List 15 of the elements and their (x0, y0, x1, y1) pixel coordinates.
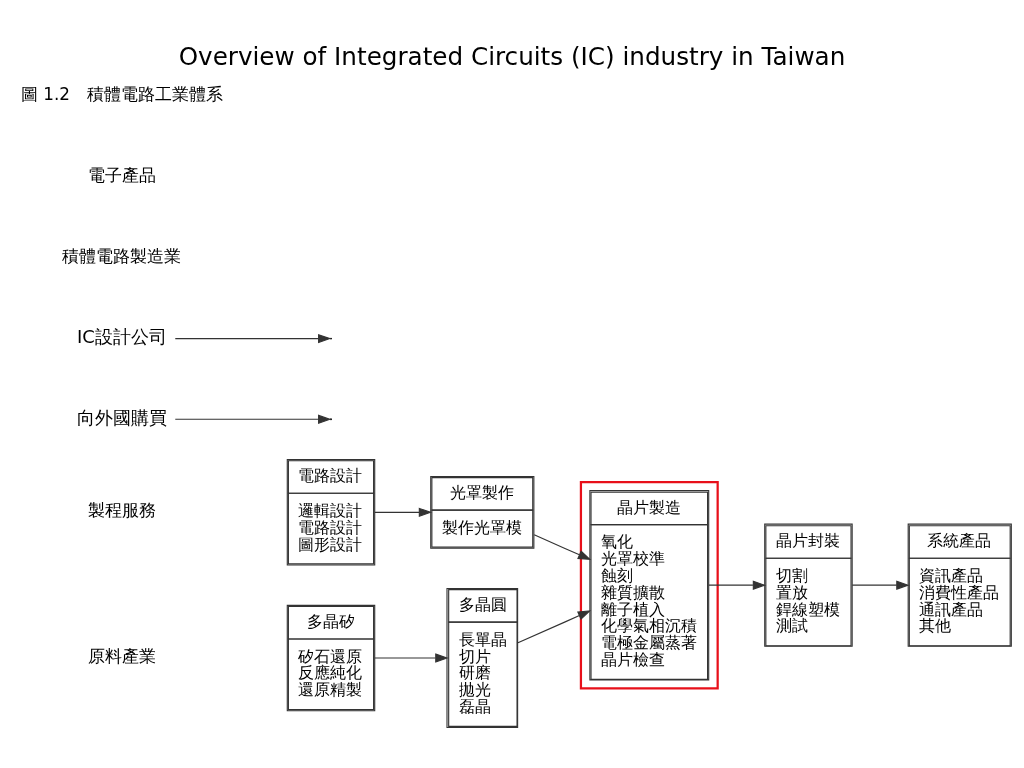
arrow (174, 414, 332, 424)
arrow (517, 610, 592, 644)
label: 電子產品 (87, 165, 156, 186)
arrow (374, 507, 433, 518)
diagram-title: Overview of Integrated Circuits (IC) industry in Taiwan (178, 41, 846, 71)
caption: 圖 1.2 積體電路工業體系 (20, 84, 223, 105)
label: 積體電路製造業 (62, 245, 182, 266)
arrow (708, 580, 767, 590)
arrow (374, 653, 449, 663)
arrow (533, 534, 592, 561)
node-text: IC設計公司 (77, 325, 167, 347)
label: 原料產業 (87, 645, 156, 666)
label: 製程服務 (87, 500, 156, 521)
arrow (851, 580, 910, 590)
node-text: 向外國購買 (76, 406, 167, 428)
